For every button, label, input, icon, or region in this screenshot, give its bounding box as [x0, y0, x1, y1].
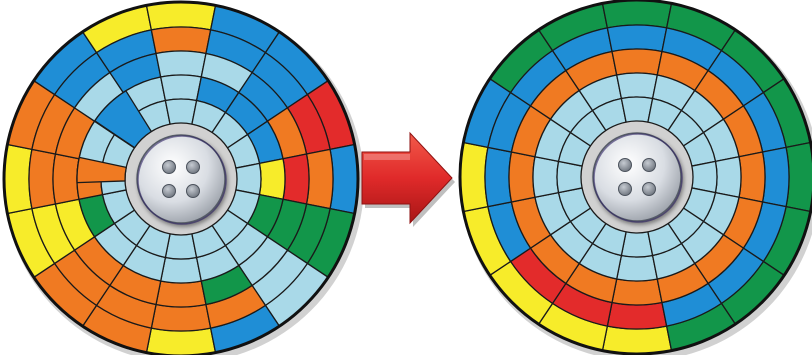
- arrow-body: [361, 131, 453, 225]
- orange-wedge-left: [76, 156, 127, 184]
- sector-ring2-5: [484, 146, 513, 208]
- sector-ring3-1: [155, 280, 207, 308]
- sector-ring2-1: [150, 303, 212, 332]
- sector-ring2-13: [761, 146, 790, 208]
- sector-ring3-13: [738, 151, 766, 203]
- sector-ring3-1: [611, 278, 663, 306]
- sector-ring2-5: [28, 148, 57, 210]
- sector-ring5-16: [191, 224, 227, 259]
- sector-ring4-9: [616, 72, 658, 100]
- sector-ring2-1: [606, 301, 668, 330]
- sector-ring3-9: [155, 50, 207, 78]
- sector-ring3-5: [52, 153, 80, 205]
- defragmented-disk: [458, 0, 812, 355]
- sector-ring1-5: [3, 143, 33, 215]
- sector-ring5-9: [620, 96, 654, 123]
- fragmented-disk: [2, 0, 364, 355]
- sector-ring1-1: [145, 327, 217, 355]
- sector-ring4-1: [160, 256, 202, 284]
- sector-ring1-13: [785, 141, 812, 213]
- sector-ring5-13: [691, 160, 718, 194]
- spindle-hole: [162, 160, 176, 174]
- spindle-hole: [162, 184, 176, 198]
- sector-ring1-9: [145, 1, 217, 31]
- spindle-hole: [618, 182, 632, 196]
- sector-ring4-13: [258, 158, 286, 200]
- sector-ring2-13: [305, 148, 334, 210]
- sector-ring5-16: [647, 222, 683, 257]
- sector-ring5-13: [235, 162, 262, 196]
- sector-ring5-9: [164, 98, 198, 125]
- spindle-hole: [186, 160, 200, 174]
- disk-rim: [2, 0, 360, 355]
- sector-ring3-13: [282, 153, 310, 205]
- sector-ring2-9: [150, 26, 212, 55]
- disk-rim: [458, 0, 812, 355]
- arrow-highlight: [364, 154, 410, 160]
- blue-wedge-upper-left: [94, 90, 152, 149]
- sector-ring5-5: [556, 160, 583, 194]
- spindle-hole: [186, 184, 200, 198]
- spindle-hub: [136, 134, 226, 224]
- spindle-hub: [592, 132, 682, 222]
- sector-ring5-1: [620, 231, 654, 258]
- sector-ring3-9: [611, 48, 663, 76]
- sector-ring4-9: [160, 74, 202, 102]
- spindle-hole: [642, 158, 656, 172]
- sector-ring4-1: [616, 254, 658, 282]
- right-arrow-icon: [361, 131, 455, 227]
- sector-ring3-5: [508, 151, 536, 203]
- sector-ring2-9: [606, 24, 668, 53]
- sector-ring5-1: [164, 233, 198, 260]
- spindle-hole: [642, 182, 656, 196]
- sector-ring4-13: [714, 156, 742, 198]
- sector-ring1-5: [459, 141, 489, 213]
- sector-ring1-1: [601, 325, 673, 355]
- spindle-hub-edge: [593, 133, 683, 223]
- spindle-hub-edge: [137, 135, 227, 225]
- spindle-hole: [618, 158, 632, 172]
- sector-ring1-13: [329, 143, 359, 215]
- sector-ring1-9: [601, 0, 673, 29]
- sector-ring4-5: [532, 156, 560, 198]
